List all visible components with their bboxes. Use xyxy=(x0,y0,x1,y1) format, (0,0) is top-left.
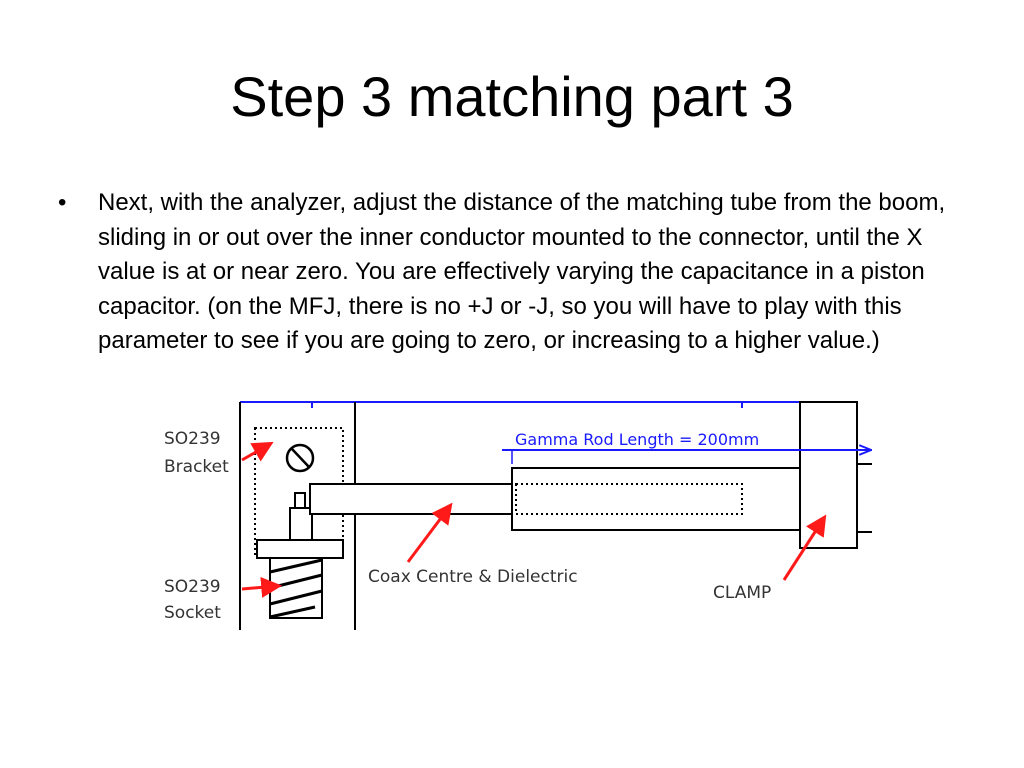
slide-title: Step 3 matching part 3 xyxy=(230,65,794,128)
screw-icon xyxy=(285,443,315,473)
gamma-rod-dimension xyxy=(502,450,872,464)
socket-arrow xyxy=(241,576,283,598)
bullet-list: • Next, with the analyzer, adjust the di… xyxy=(58,186,978,359)
gamma-match-diagram: Gamma Rod Length = 200mm SO239 Bracket S… xyxy=(164,401,872,630)
clamp-label: CLAMP xyxy=(713,583,771,603)
coax-label: Coax Centre & Dielectric xyxy=(368,567,578,587)
mounting-plate xyxy=(239,402,356,630)
clamp xyxy=(799,401,858,549)
gamma-tube-inner-dotted xyxy=(515,483,743,515)
socket-label-line1: SO239 xyxy=(164,577,221,597)
bullet-item: • Next, with the analyzer, adjust the di… xyxy=(58,186,978,359)
top-dimension-line xyxy=(240,401,840,408)
bullet-dot: • xyxy=(58,189,67,216)
so239-socket xyxy=(256,492,344,619)
clamp-arrow xyxy=(782,514,827,581)
bracket-label-line1: SO239 xyxy=(164,429,221,449)
bracket-label-line2: Bracket xyxy=(164,457,229,477)
coax-centre-rod xyxy=(309,483,516,515)
gamma-tube xyxy=(511,467,801,531)
gamma-rod-length-label: Gamma Rod Length = 200mm xyxy=(515,430,759,449)
bracket-arrow xyxy=(241,441,274,462)
bullet-text: Next, with the analyzer, adjust the dist… xyxy=(98,189,946,354)
socket-label-line2: Socket xyxy=(164,603,221,623)
coax-arrow xyxy=(406,502,453,563)
